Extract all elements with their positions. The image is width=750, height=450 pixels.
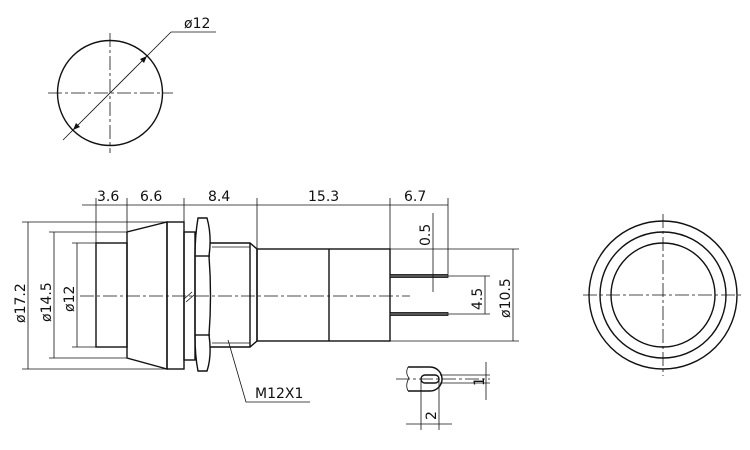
pin-detail: 1 2 xyxy=(396,362,490,430)
thread-label: M12X1 xyxy=(255,386,303,402)
dim-body-length: 15.3 xyxy=(308,189,339,205)
dim-cap-length: 3.6 xyxy=(97,189,119,205)
end-view xyxy=(583,214,743,376)
diameter-leader xyxy=(62,31,172,141)
dim-hole-height: 1 xyxy=(472,377,488,386)
terminal-pin-bottom xyxy=(389,312,449,316)
top-view: ø12 xyxy=(48,16,216,153)
dim-cone-diameter: ø14.5 xyxy=(39,282,55,322)
bezel-cone xyxy=(126,221,168,370)
top-diameter-label: ø12 xyxy=(184,16,210,32)
thread-leader xyxy=(227,339,310,403)
side-view: 3.6 6.6 8.4 15.3 6.7 ø17.2 ø14.5 ø12 0.5… xyxy=(13,189,519,403)
dim-thread-length: 8.4 xyxy=(208,189,230,205)
dim-pin-thickness: 0.5 xyxy=(418,224,434,246)
dim-pin-spacing: 4.5 xyxy=(470,288,486,310)
dim-cap-diameter: ø12 xyxy=(62,286,78,312)
dim-hole-width: 2 xyxy=(424,411,440,420)
bezel-flange xyxy=(166,221,185,370)
dim-body-diameter: ø10.5 xyxy=(498,278,514,318)
dim-pin-length: 6.7 xyxy=(404,189,426,205)
button-cap xyxy=(95,242,128,348)
hex-nut xyxy=(194,217,212,372)
terminal-pin-top xyxy=(389,274,449,278)
dim-flange-diameter: ø17.2 xyxy=(13,283,29,323)
switch-body xyxy=(256,248,391,342)
dim-bezel-length: 6.6 xyxy=(140,189,162,205)
